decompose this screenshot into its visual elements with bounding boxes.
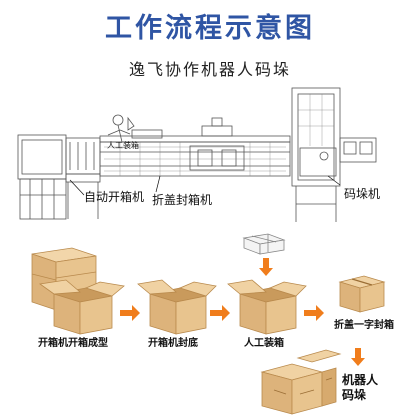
operator-figure-drawing bbox=[107, 114, 135, 143]
folding-sealer-drawing bbox=[99, 117, 291, 177]
palletizer-drawing bbox=[291, 87, 377, 222]
arrow-step2-to-step3 bbox=[210, 305, 230, 321]
folding-sealer-label: 折盖封箱机 bbox=[152, 193, 213, 207]
palletizer-label: 码垛机 bbox=[344, 187, 381, 201]
arrow-step1-to-step2 bbox=[120, 305, 140, 321]
step5-label: 机器人 码垛 bbox=[342, 373, 402, 403]
step3-box bbox=[227, 279, 307, 335]
page-subtitle: 逸飞协作机器人码垛 bbox=[128, 60, 291, 79]
step3-product bbox=[242, 233, 286, 255]
leader-line-erector bbox=[69, 179, 85, 196]
arrow-product-to-box bbox=[259, 258, 273, 276]
step5-label-line1: 机器人 bbox=[342, 373, 379, 387]
process-flow-drawing bbox=[31, 233, 386, 415]
flow-arrows bbox=[120, 258, 365, 366]
auto-erector-label: 自动开箱机 bbox=[84, 190, 145, 204]
step5-boxes bbox=[260, 349, 342, 415]
machine-line-drawing bbox=[17, 87, 377, 222]
page-title: 工作流程示意图 bbox=[105, 13, 315, 44]
arrow-step3-to-step4 bbox=[304, 305, 324, 321]
step1-label: 开箱机开箱成型 bbox=[38, 338, 108, 349]
leader-line-palletizer bbox=[327, 175, 341, 186]
auto-case-erector-drawing bbox=[17, 134, 101, 220]
step4-label: 折盖一字封箱 bbox=[334, 320, 394, 331]
step1-boxes bbox=[31, 247, 125, 335]
step2-box bbox=[137, 279, 217, 335]
step2-label: 开箱机封底 bbox=[148, 338, 198, 349]
arrow-step4-to-step5 bbox=[351, 348, 365, 366]
manual-packing-station-label: 人工装箱 bbox=[107, 141, 139, 150]
step4-box bbox=[338, 275, 386, 313]
step3-label: 人工装箱 bbox=[244, 338, 284, 349]
leader-line-sealer bbox=[155, 175, 161, 193]
step5-label-line2: 码垛 bbox=[342, 388, 367, 402]
